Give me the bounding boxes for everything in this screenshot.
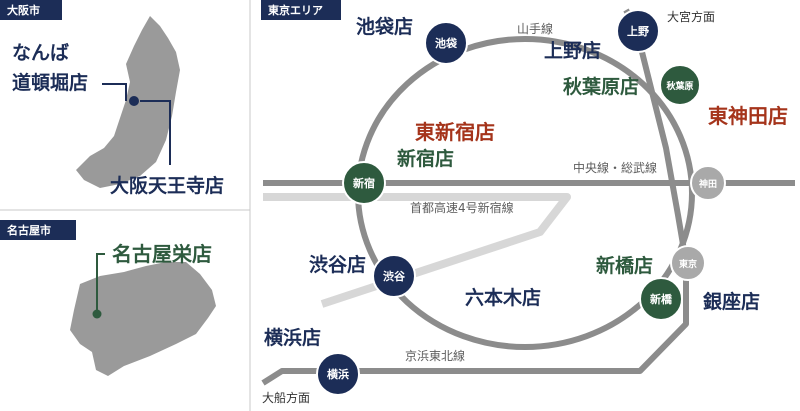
osaka-marker	[129, 96, 139, 106]
nagoya-tag: 名古屋市	[7, 223, 51, 237]
nagoya-panel: 名古屋市 名古屋栄店	[0, 220, 216, 376]
tokyo-panel: 東京エリア 首都高速4号新宿線 山手線 中央線・総武線 京浜東北線 大宮方面 大…	[261, 0, 795, 405]
station-akihabara[interactable]: 秋葉原	[659, 64, 701, 106]
station-kanda-label: 神田	[699, 178, 717, 190]
store-roppongi[interactable]: 六本木店	[465, 286, 541, 309]
station-akihabara-label: 秋葉原	[665, 80, 693, 92]
station-ikebukuro-label: 池袋	[435, 36, 458, 50]
station-shibuya-label: 渋谷	[383, 269, 406, 283]
store-akihabara[interactable]: 秋葉原店	[563, 75, 639, 98]
store-higashi-kanda[interactable]: 東神田店	[708, 104, 788, 128]
station-shinjuku-label: 新宿	[353, 176, 375, 190]
namba-leader	[102, 83, 127, 101]
store-higashi-shinjuku[interactable]: 東新宿店	[415, 120, 495, 144]
station-shinbashi-label: 新橋	[650, 292, 673, 306]
tokyo-tag: 東京エリア	[268, 3, 323, 17]
osaka-map-shape	[76, 16, 180, 188]
station-tokyo[interactable]: 東京	[670, 245, 706, 281]
store-shinbashi[interactable]: 新橋店	[596, 254, 653, 277]
store-nagoya-sakae[interactable]: 名古屋栄店	[112, 242, 212, 266]
direction-omiya: 大宮方面	[667, 9, 715, 24]
station-yokohama[interactable]: 横浜	[316, 352, 360, 396]
osaka-tag: 大阪市	[7, 3, 40, 17]
station-shinjuku[interactable]: 新宿	[342, 161, 386, 205]
tennoji-leader	[140, 100, 171, 165]
osaka-panel: 大阪市 なんば 道頓堀店 大阪天王寺店	[0, 0, 224, 197]
osaka-tag-bg	[0, 0, 62, 20]
station-kanda[interactable]: 神田	[690, 165, 726, 201]
nagoya-map-shape	[70, 262, 216, 376]
store-shinjuku[interactable]: 新宿店	[397, 147, 454, 170]
sakae-leader	[96, 253, 105, 314]
store-osaka-tennoji[interactable]: 大阪天王寺店	[110, 174, 224, 197]
store-ueno[interactable]: 上野店	[544, 39, 601, 62]
store-ginza[interactable]: 銀座店	[703, 290, 760, 313]
station-ikebukuro[interactable]: 池袋	[424, 21, 468, 65]
station-ueno[interactable]: 上野	[616, 9, 660, 53]
tokyo-tag-bg	[261, 0, 341, 20]
store-ikebukuro[interactable]: 池袋店	[356, 15, 413, 38]
nagoya-tag-bg	[0, 220, 76, 240]
nagoya-marker	[92, 309, 102, 319]
store-yokohama[interactable]: 横浜店	[264, 326, 321, 349]
store-shibuya[interactable]: 渋谷店	[309, 253, 366, 276]
chuo-sobu-label: 中央線・総武線	[573, 160, 657, 175]
station-shibuya[interactable]: 渋谷	[372, 254, 416, 298]
store-namba-line1[interactable]: なんば	[12, 42, 69, 64]
station-yokohama-label: 横浜	[327, 367, 349, 381]
keihin-tohoku-label: 京浜東北線	[405, 348, 465, 363]
yamanote-label: 山手線	[517, 21, 553, 36]
station-tokyo-label: 東京	[679, 258, 697, 270]
store-namba-line2[interactable]: 道頓堀店	[12, 71, 88, 94]
station-ueno-label: 上野	[627, 24, 649, 38]
shuto-expressway	[263, 193, 571, 308]
station-shinbashi[interactable]: 新橋	[639, 277, 683, 321]
shuto-label: 首都高速4号新宿線	[410, 200, 514, 215]
direction-ofuna: 大船方面	[262, 390, 310, 405]
